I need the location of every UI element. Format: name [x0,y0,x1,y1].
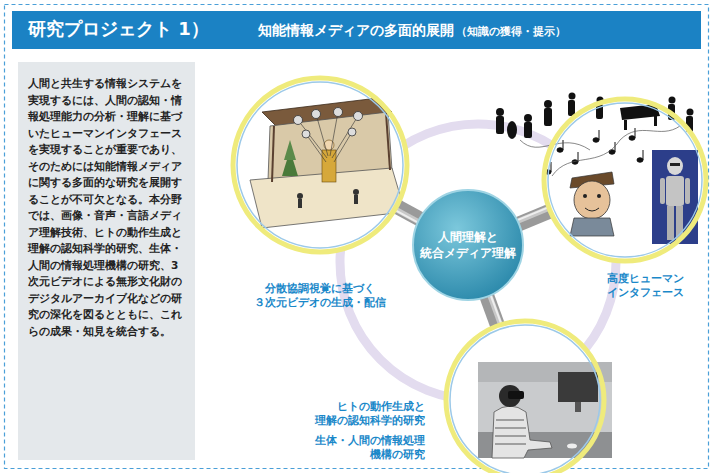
subtitle-text: 知能情報メディアの多面的展開 [258,21,454,39]
circle-ground [232,77,408,253]
hub-text: 人間理解と 統合メディア理解 [416,229,520,261]
ring-outline [443,318,607,473]
circle-label: 分散協調視覚に基づく ３次元ビデオの生成・配信 [245,282,395,310]
ring-outline [230,75,410,255]
cartoon-face [570,172,614,236]
stage-illustration [250,98,405,228]
title-text: 研究プロジェクト 1） [28,18,209,40]
circle-label: ヒトの動作生成と 理解の認知科学的研究 [303,400,425,428]
circle-caption: ヒトの動作生成と 理解の認知科学的研究生体・人間の情報処理 機構の研究 [303,400,425,462]
description-panel: 人間と共生する情報システムを実現するには、人間の認知・情報処理能力の分析・理解に… [18,62,195,460]
circle-label: 生体・人間の情報処理 機構の研究 [303,434,425,462]
research-circle: 高度ヒューマン インタフェース [541,96,709,264]
panel-text: 人間と共生する情報システムを実現するには、人間の認知・情報処理能力の分析・理解に… [28,75,186,339]
title-band [12,11,701,49]
subtitle-note: （知識の獲得・提示） [456,22,566,40]
connector-rod [516,207,551,224]
circle-caption: 分散協調視覚に基づく ３次元ビデオの生成・配信 [245,282,395,310]
circle-ground [543,98,707,262]
hub-outline [412,189,524,301]
circle-caption: 高度ヒューマン インタフェース [595,272,695,300]
ring-outline [541,96,709,264]
connector-rod [487,294,502,326]
research-circle: ヒトの動作生成と 理解の認知科学的研究生体・人間の情報処理 機構の研究 [443,318,607,473]
circle-label: 高度ヒューマン インタフェース [595,272,695,300]
hub-circle: 人間理解と 統合メディア理解 [412,189,524,301]
research-circle: 分散協調視覚に基づく ３次元ビデオの生成・配信 [230,75,410,255]
